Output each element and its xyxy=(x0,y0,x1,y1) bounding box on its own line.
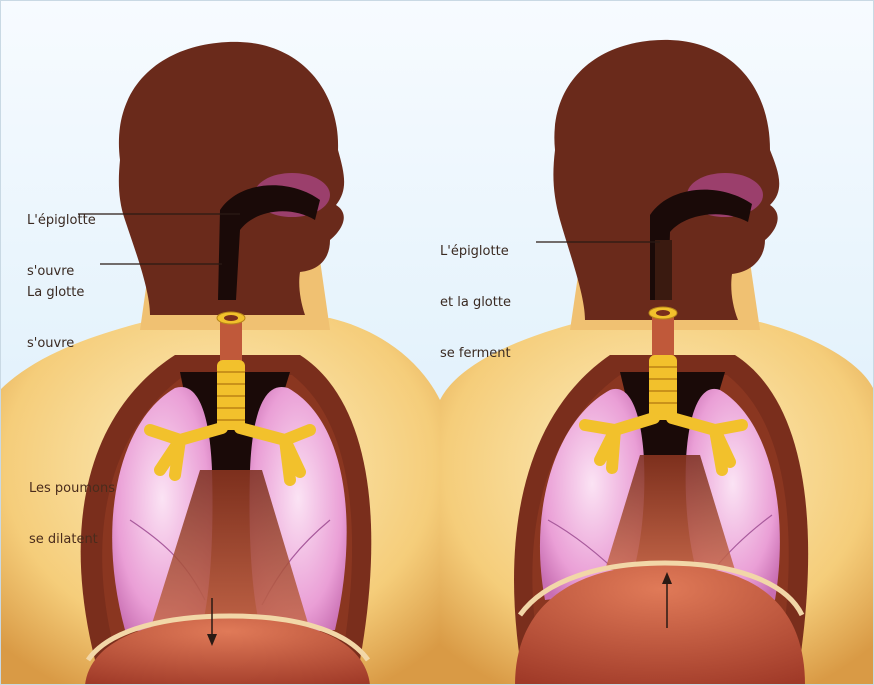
label-left-lungs: Les poumons se dilatent xyxy=(29,446,115,582)
label-left-lungs-line2: se dilatent xyxy=(29,531,115,548)
label-left-lungs-line1: Les poumons xyxy=(29,480,115,497)
label-left-epiglottis-line1: L'épiglotte xyxy=(27,212,96,229)
right-closed-glottis xyxy=(655,240,672,300)
label-right-epiglottis-glottis: L'épiglotte et la glotte se ferment xyxy=(440,209,511,396)
label-right-line2: et la glotte xyxy=(440,294,511,311)
label-left-glottis: La glotte s'ouvre xyxy=(27,250,84,386)
label-right-line3: se ferment xyxy=(440,345,511,362)
label-right-line1: L'épiglotte xyxy=(440,243,511,260)
label-left-glottis-line1: La glotte xyxy=(27,284,84,301)
label-left-glottis-line2: s'ouvre xyxy=(27,335,84,352)
